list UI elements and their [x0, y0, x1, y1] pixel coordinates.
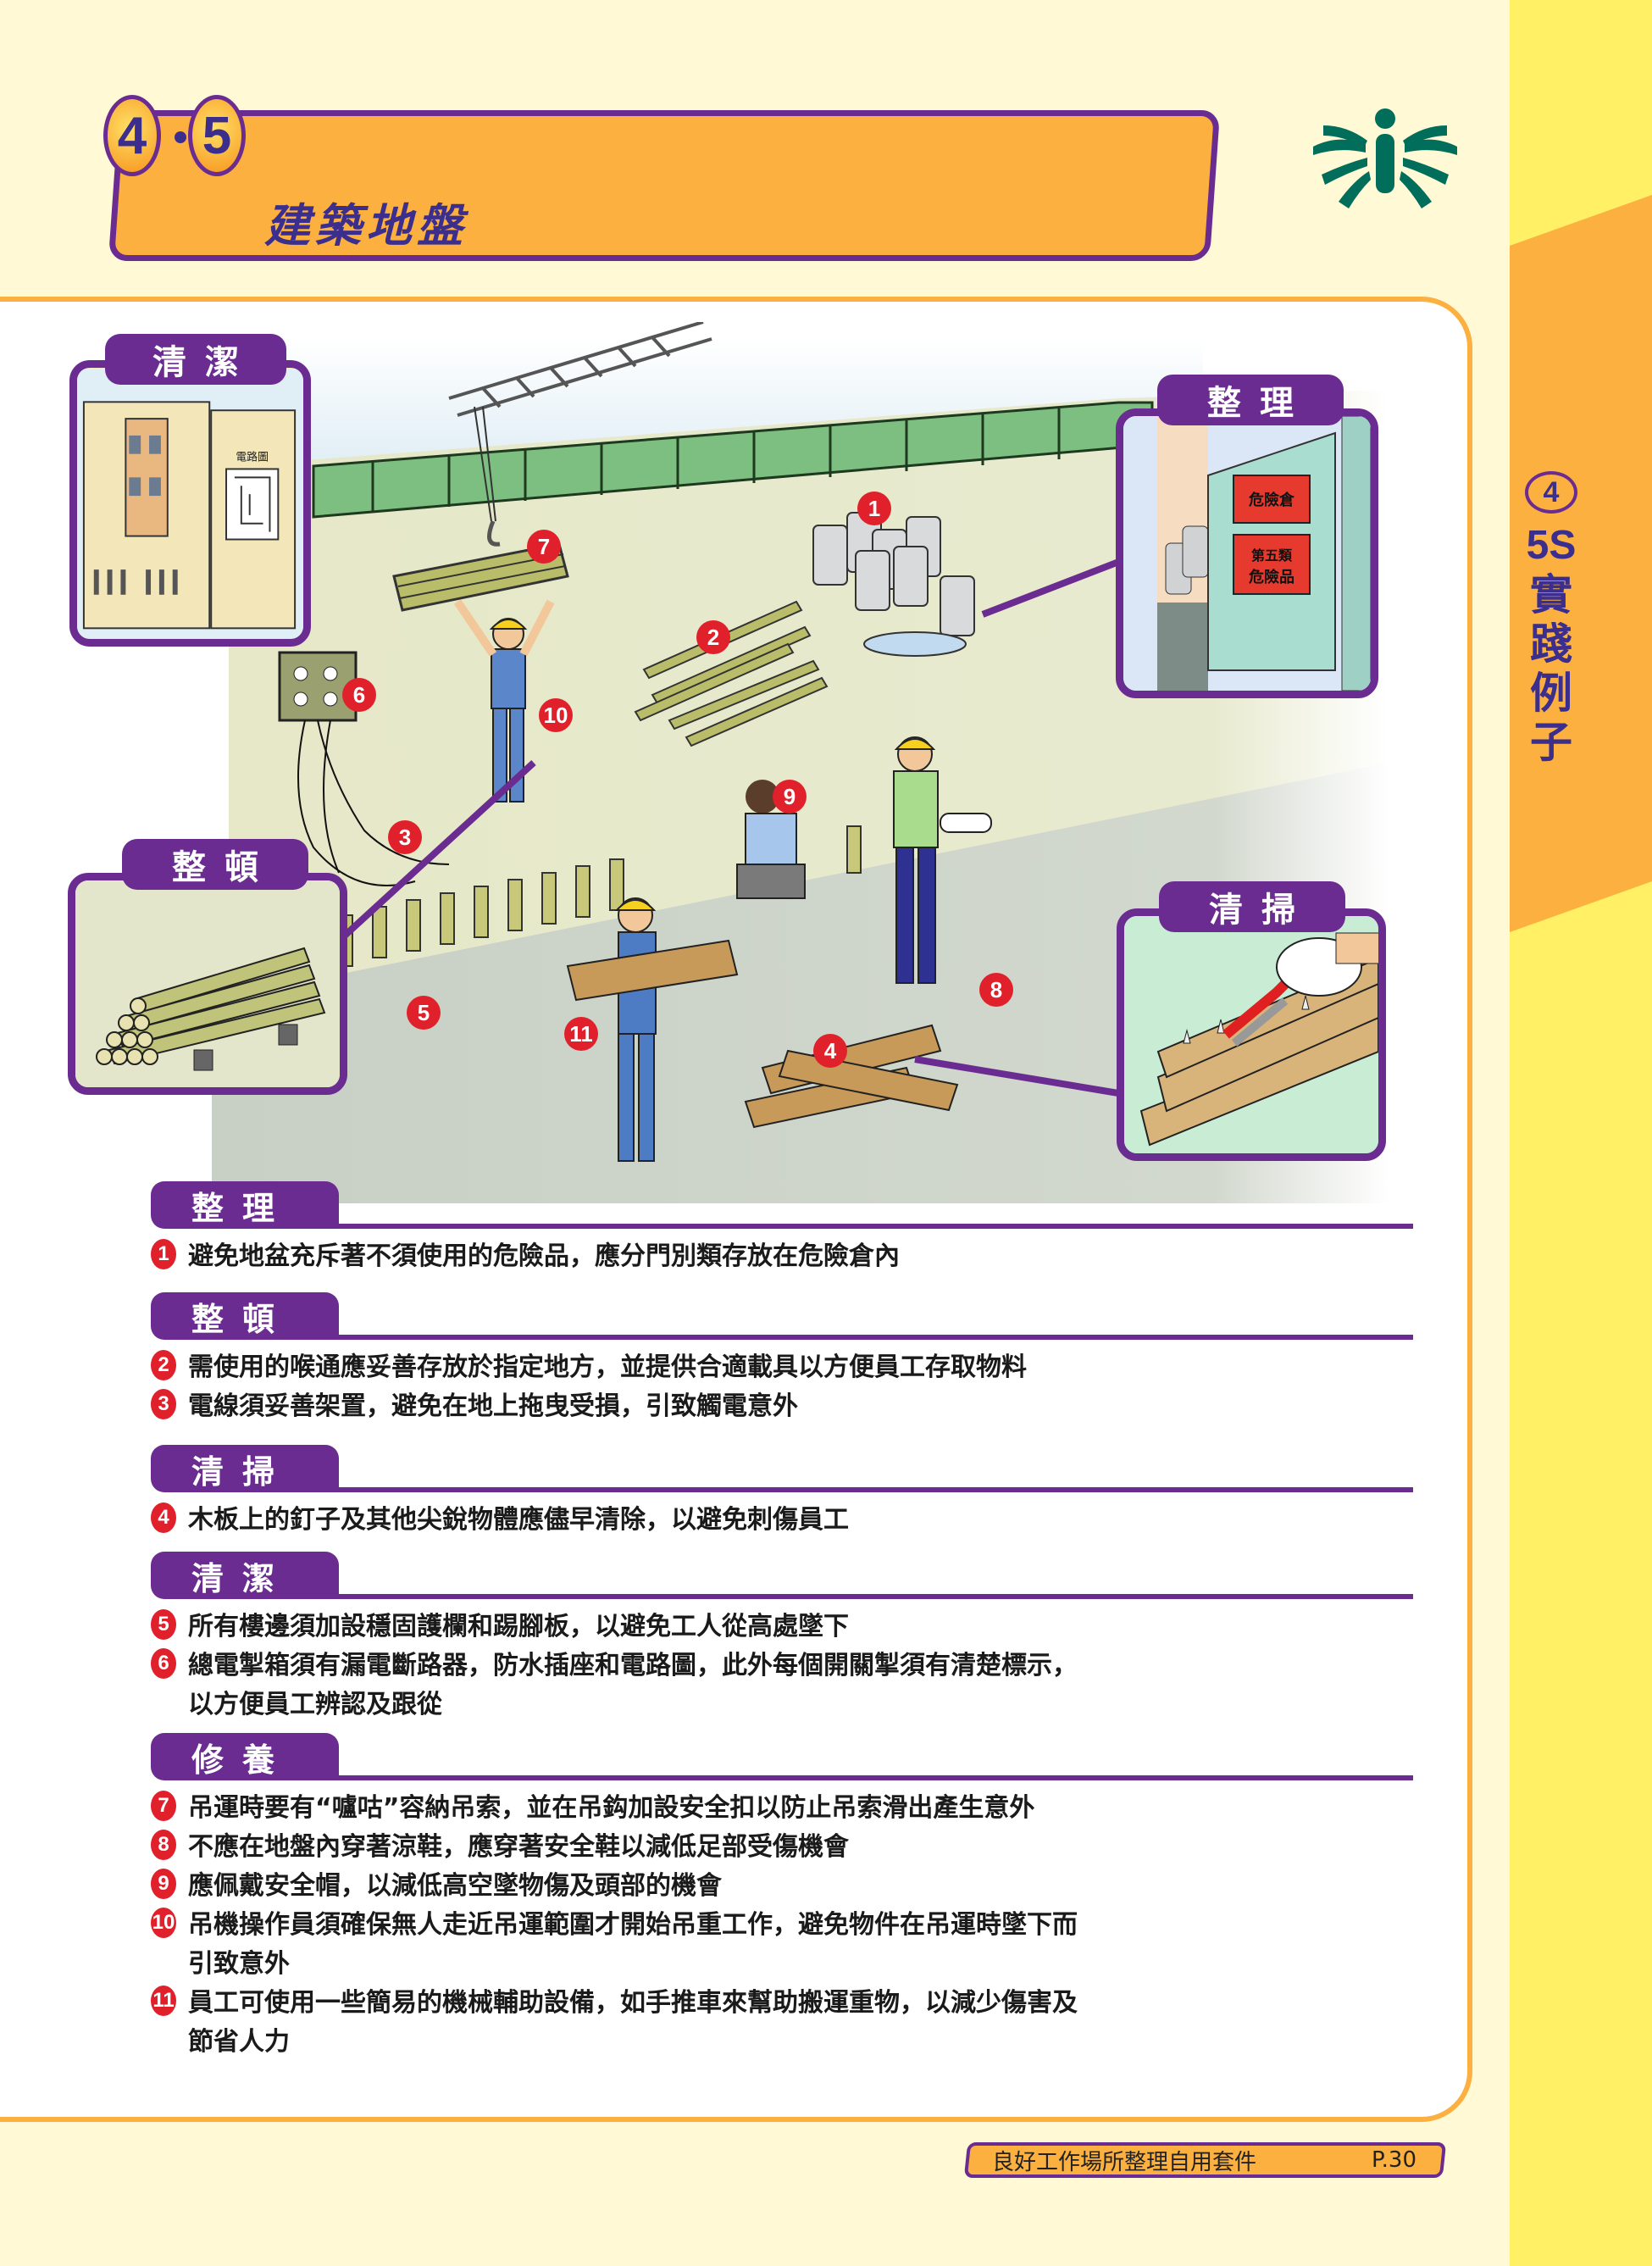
chapter-label-char: 子	[1530, 718, 1572, 767]
item-text: 避免地盆充斥著不須使用的危險品，應分門別類存放在危險倉內	[188, 1241, 900, 1271]
chapter-side-tab	[1510, 195, 1652, 932]
scene-marker-5: 5	[407, 996, 441, 1030]
item-text: 總電掣箱須有漏電斷路器，防水插座和電路圖，此外每個開關掣須有清楚標示，	[188, 1651, 1078, 1680]
item-text: 木板上的釘子及其他尖銳物體應儘早清除，以避免刺傷員工	[188, 1505, 849, 1535]
item-text: 電線須妥善架置，避免在地上拖曳受損，引致觸電意外	[188, 1391, 798, 1421]
item-number-badge: 3	[151, 1389, 176, 1419]
page-title: 建築地盤	[264, 199, 468, 253]
list-item: 9 應佩戴安全帽，以減低高空墜物傷及頭部的機會	[151, 1867, 1413, 1906]
logo-icon	[1313, 108, 1457, 208]
section-standardize: 清潔 5 所有樓邊須加設穩固護欄和踢腳板，以避免工人從高處墜下 6 總電掣箱須有…	[151, 1552, 1413, 1724]
chapter-label-char: 踐	[1530, 619, 1572, 669]
callout-sort: 危險倉 第五類 危險品	[1116, 408, 1378, 698]
section-heading-sort: 整理	[151, 1181, 339, 1229]
list-item: 7 吊運時要有“嚧咕”容納吊索，並在吊鈎加設安全扣以防止吊索滑出產生意外	[151, 1789, 1413, 1828]
scene-marker-3: 3	[388, 820, 422, 854]
hazard-store-sign: 危險倉	[1248, 491, 1295, 509]
scene-marker-10: 10	[539, 698, 573, 732]
scene-marker-11: 11	[564, 1017, 598, 1051]
section-divider	[320, 1487, 1413, 1492]
circuit-diagram-label: 電路圖	[236, 451, 269, 464]
stacked-pipes-icon	[75, 880, 340, 1087]
item-number-badge: 9	[151, 1869, 176, 1899]
item-text-continued: 以方便員工辨認及跟從	[188, 1690, 442, 1719]
electrical-cabinet-icon: 電路圖	[77, 368, 303, 639]
scene-marker-2: 2	[696, 620, 730, 654]
item-text: 吊機操作員須確保無人走近吊運範圍才開始吊重工作，避免物件在吊運時墜下而	[188, 1910, 1078, 1940]
list-item: 4 木板上的釘子及其他尖銳物體應儘早清除，以避免刺傷員工	[151, 1501, 1413, 1540]
section-number-right: 5	[188, 95, 246, 176]
section-sustain: 修養 7 吊運時要有“嚧咕”容納吊索，並在吊鈎加設安全扣以防止吊索滑出產生意外 …	[151, 1733, 1413, 2062]
list-item: 10 吊機操作員須確保無人走近吊運範圍才開始吊重工作，避免物件在吊運時墜下而 引…	[151, 1906, 1413, 1984]
list-item: 5 所有樓邊須加設穩固護欄和踢腳板，以避免工人從高處墜下	[151, 1608, 1413, 1647]
chapter-number-badge: 4	[1525, 471, 1577, 514]
scene-marker-7: 7	[527, 530, 561, 564]
pliers-nails-icon	[1124, 916, 1378, 1153]
section-heading-sustain: 修養	[151, 1733, 339, 1780]
scene-marker-1: 1	[857, 492, 891, 525]
chapter-label-char: 實	[1530, 570, 1572, 619]
callout-cleanliness: 電路圖	[69, 360, 311, 647]
item-text: 所有樓邊須加設穩固護欄和踢腳板，以避免工人從高處墜下	[188, 1612, 849, 1641]
hazard-storeroom-icon: 危險倉 第五類 危險品	[1123, 416, 1371, 691]
item-text: 不應在地盤內穿著涼鞋，應穿著安全鞋以減低足部受傷機會	[188, 1832, 849, 1862]
hazard-class-sign-line2: 危險品	[1248, 568, 1294, 586]
item-number-badge: 8	[151, 1830, 176, 1860]
item-number-badge: 11	[151, 1986, 176, 2016]
scene-marker-6: 6	[342, 678, 376, 712]
item-number-badge: 1	[151, 1239, 176, 1269]
item-number-badge: 4	[151, 1502, 176, 1533]
chapter-label-5s: 5S	[1526, 523, 1577, 568]
list-item: 2 需使用的喉通應妥善存放於指定地方，並提供合適載具以方便員工存取物料	[151, 1348, 1413, 1387]
section-divider	[320, 1224, 1413, 1229]
item-text: 吊運時要有“嚧咕”容納吊索，並在吊鈎加設安全扣以防止吊索滑出產生意外	[188, 1793, 1035, 1823]
item-text-continued: 引致意外	[188, 1949, 290, 1979]
scene-marker-8: 8	[979, 973, 1013, 1007]
list-item: 8 不應在地盤內穿著涼鞋，應穿著安全鞋以減低足部受傷機會	[151, 1828, 1413, 1867]
callout-label-cleanliness: 清潔	[105, 334, 286, 385]
section-divider	[320, 1775, 1413, 1780]
chapter-label-char: 例	[1530, 669, 1572, 718]
section-set-in-order: 整頓 2 需使用的喉通應妥善存放於指定地方，並提供合適載具以方便員工存取物料 3…	[151, 1292, 1413, 1426]
list-item: 3 電線須妥善架置，避免在地上拖曳受損，引致觸電意外	[151, 1387, 1413, 1426]
item-text: 應佩戴安全帽，以減低高空墜物傷及頭部的機會	[188, 1871, 722, 1901]
hazard-class-sign-line1: 第五類	[1251, 547, 1293, 564]
list-item: 11 員工可使用一些簡易的機械輔助設備，如手推車來幫助搬運重物，以減少傷害及 節…	[151, 1984, 1413, 2062]
item-text: 需使用的喉通應妥善存放於指定地方，並提供合適載具以方便員工存取物料	[188, 1352, 1027, 1382]
item-number-badge: 2	[151, 1350, 176, 1380]
item-number-badge: 7	[151, 1791, 176, 1821]
callout-set-in-order	[68, 873, 347, 1095]
footer: 良好工作場所整理自用套件 P.30	[970, 2142, 1440, 2178]
list-item: 1 避免地盆充斥著不須使用的危險品，應分門別類存放在危險倉內	[151, 1237, 1413, 1276]
item-text-continued: 節省人力	[188, 2027, 290, 2057]
section-heading-standardize: 清潔	[151, 1552, 339, 1599]
footer-title: 良好工作場所整理自用套件	[992, 2149, 1257, 2175]
item-number-badge: 10	[151, 1908, 176, 1938]
section-number-left: 4	[103, 95, 161, 176]
page-number: P.30	[1372, 2147, 1416, 2173]
callout-label-sort: 整理	[1157, 375, 1344, 425]
section-divider	[320, 1335, 1413, 1340]
section-divider	[320, 1594, 1413, 1599]
section-sort: 整理 1 避免地盆充斥著不須使用的危險品，應分門別類存放在危險倉內	[151, 1181, 1413, 1276]
scene-marker-9: 9	[773, 780, 807, 814]
item-number-badge: 6	[151, 1648, 176, 1679]
section-heading-set-in-order: 整頓	[151, 1292, 339, 1340]
section-heading-shine: 清掃	[151, 1445, 339, 1492]
callout-label-shine: 清掃	[1159, 881, 1345, 932]
section-number-dot	[175, 131, 186, 143]
callout-shine	[1117, 908, 1386, 1161]
item-number-badge: 5	[151, 1609, 176, 1640]
chapter-label: 5S 實 踐 例 子	[1525, 521, 1577, 767]
callout-label-set-in-order: 整頓	[122, 839, 308, 890]
list-item: 6 總電掣箱須有漏電斷路器，防水插座和電路圖，此外每個開關掣須有清楚標示， 以方…	[151, 1647, 1413, 1724]
scene-marker-4: 4	[813, 1034, 847, 1068]
section-shine: 清掃 4 木板上的釘子及其他尖銳物體應儘早清除，以避免刺傷員工	[151, 1445, 1413, 1540]
item-text: 員工可使用一些簡易的機械輔助設備，如手推車來幫助搬運重物，以減少傷害及	[188, 1988, 1078, 2018]
